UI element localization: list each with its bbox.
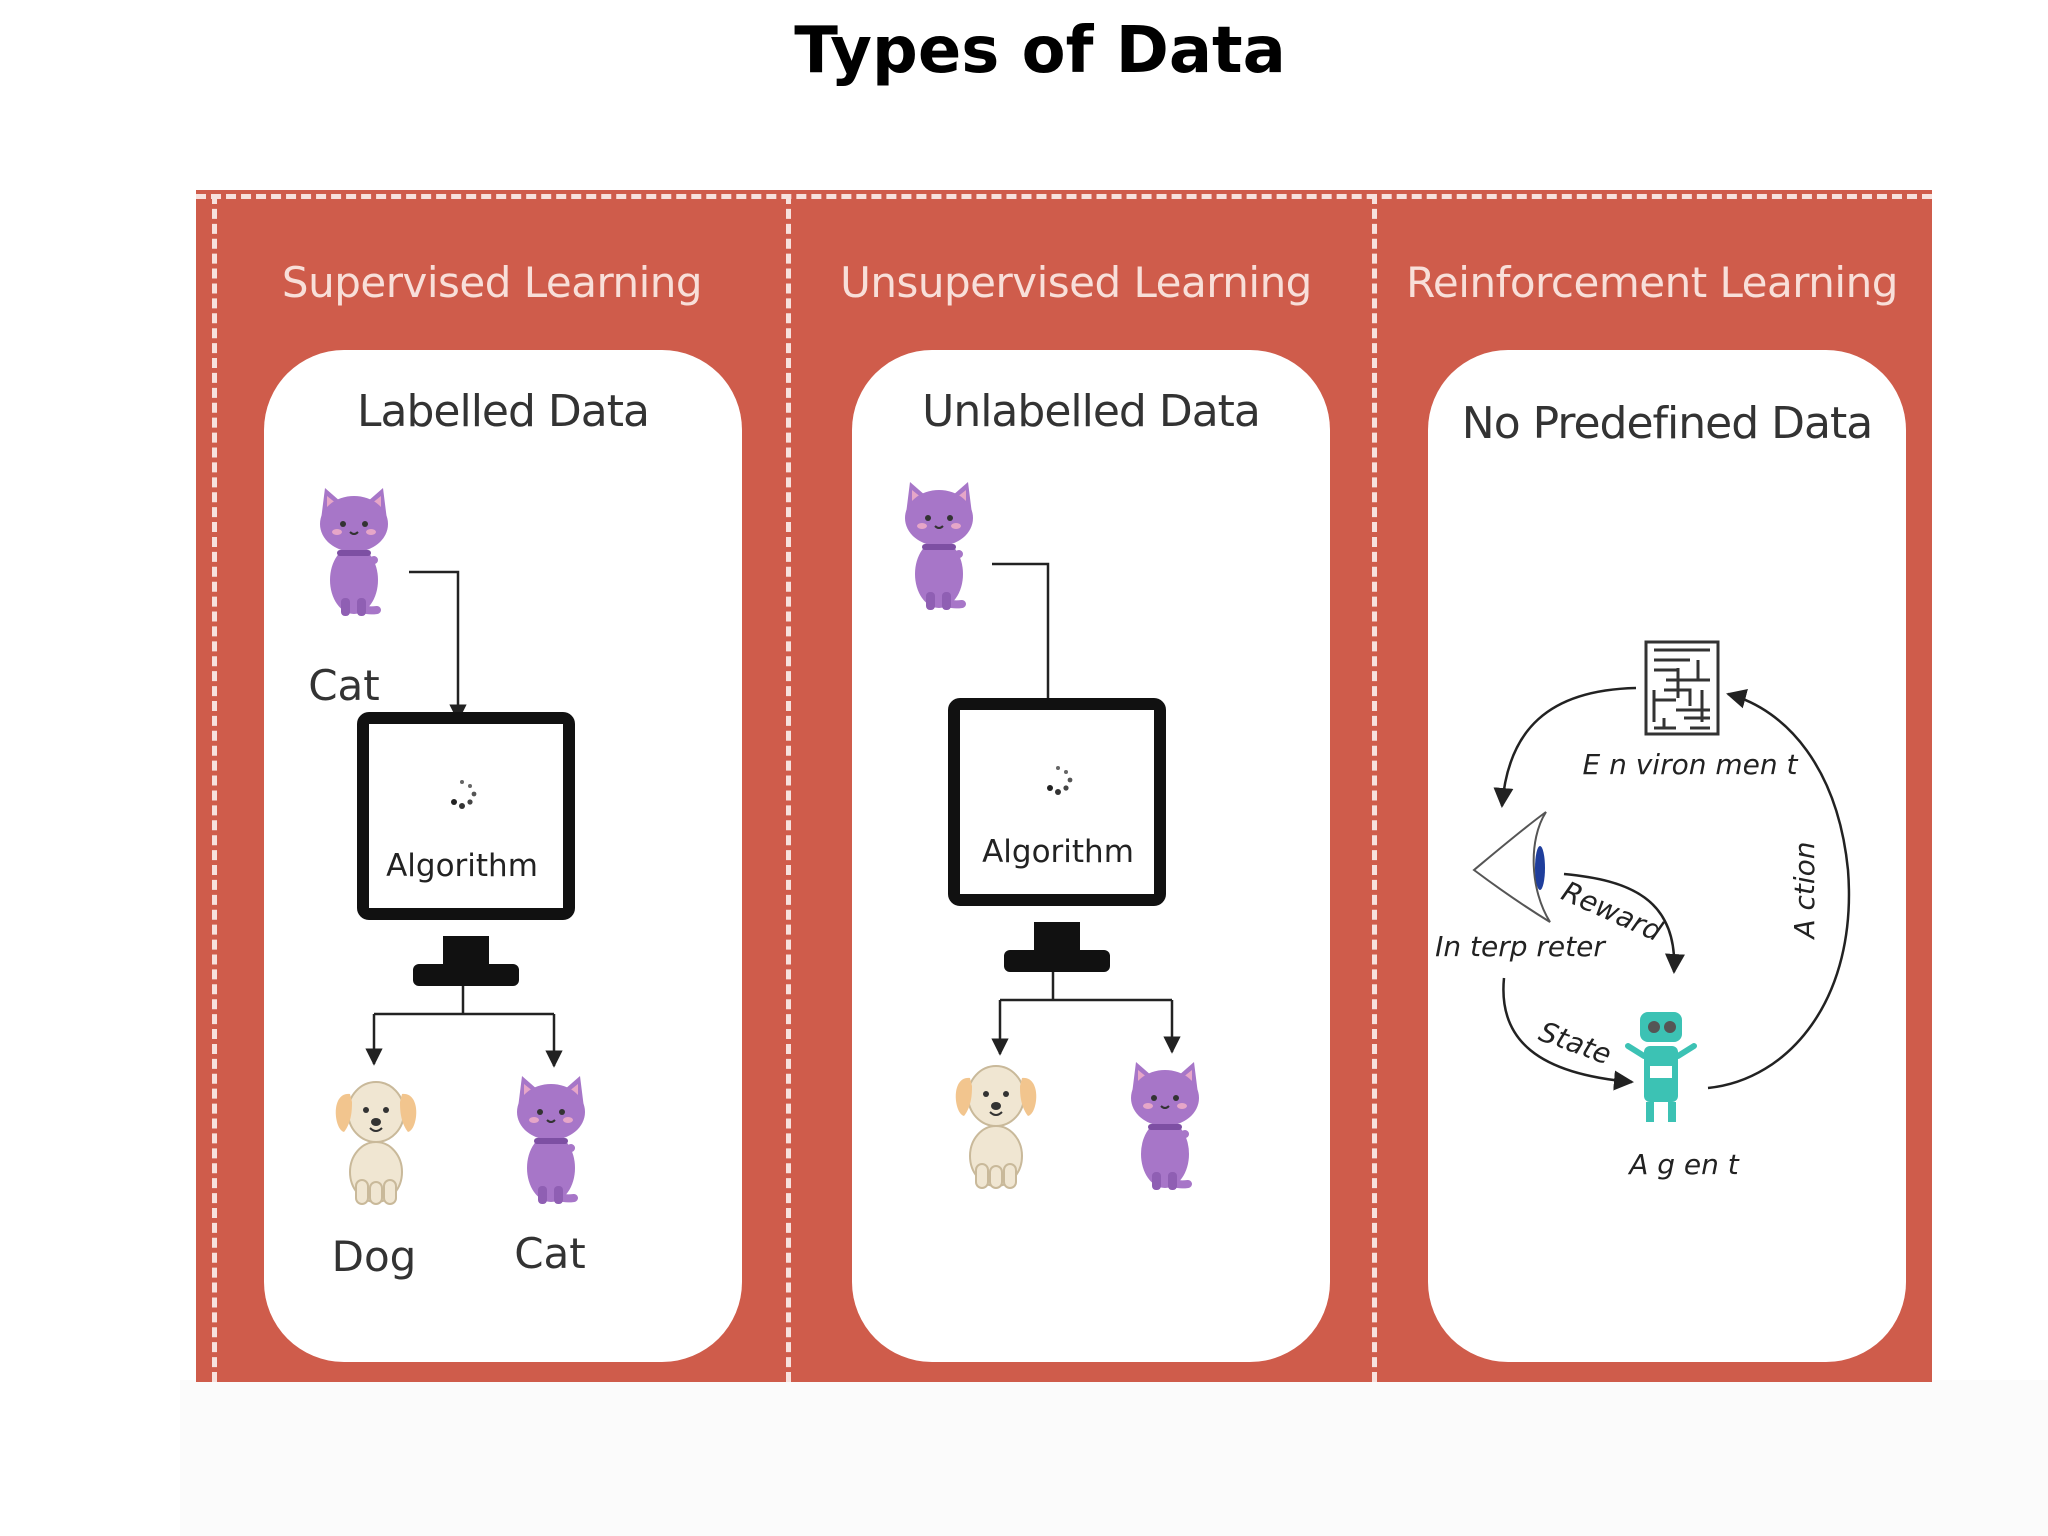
environment-label: E n viron men t bbox=[1582, 748, 1798, 781]
maze-icon bbox=[1644, 640, 1720, 736]
state-arrow bbox=[1502, 977, 1634, 1091]
labelled-data-title: Labelled Data bbox=[357, 386, 650, 437]
unsupervised-card: Unlabelled Data Algorithm bbox=[852, 350, 1330, 1362]
unlabelled-data-title: Unlabelled Data bbox=[922, 386, 1261, 437]
supervised-diagram: Cat Algorithm Dog Cat bbox=[308, 350, 742, 1281]
input-connector bbox=[992, 562, 1050, 708]
cat-icon bbox=[517, 1076, 585, 1204]
algorithm-label: Algorithm bbox=[386, 848, 538, 884]
cat-icon bbox=[320, 488, 388, 616]
environment-to-interpreter-arrow bbox=[1493, 686, 1637, 808]
action-label: A ction bbox=[1788, 841, 1821, 940]
input-cat-label: Cat bbox=[308, 661, 380, 710]
right-dashed-divider bbox=[1372, 194, 1377, 1382]
left-dashed-divider bbox=[212, 194, 217, 1382]
unsupervised-diagram: Algorithm bbox=[852, 350, 1330, 1362]
input-connector bbox=[409, 570, 467, 722]
algorithm-label: Algorithm bbox=[982, 834, 1134, 870]
top-dashed-border bbox=[196, 194, 1932, 199]
learning-types-diagram: Supervised Learning Labelled Data bbox=[196, 190, 1932, 1382]
agent-label: A g en t bbox=[1627, 1148, 1740, 1181]
dog-icon bbox=[334, 1081, 418, 1205]
interpreter-label: In terp reter bbox=[1435, 930, 1606, 963]
reinforcement-card: No Predefined Data E n viron men t In te… bbox=[1428, 350, 1906, 1362]
robot-icon bbox=[1625, 1012, 1697, 1122]
action-arrow bbox=[1707, 688, 1851, 1090]
output-dog-label: Dog bbox=[332, 1232, 417, 1281]
output-connector bbox=[374, 986, 554, 1016]
cat-icon bbox=[1131, 1062, 1199, 1190]
reinforcement-diagram: E n viron men t In terp reter A g en t R… bbox=[1435, 640, 1851, 1181]
output-connector bbox=[1000, 972, 1172, 1002]
middle-dashed-divider bbox=[786, 194, 791, 1382]
unsupervised-heading: Unsupervised Learning bbox=[840, 258, 1312, 307]
reward-arrow bbox=[1563, 872, 1685, 974]
supervised-card: Labelled Data bbox=[264, 350, 742, 1362]
dog-icon bbox=[954, 1065, 1038, 1189]
supervised-heading: Supervised Learning bbox=[281, 258, 703, 307]
no-predefined-data-title: No Predefined Data bbox=[1461, 398, 1873, 449]
bottom-area bbox=[180, 1380, 2048, 1536]
reinforcement-heading: Reinforcement Learning bbox=[1406, 258, 1898, 307]
slide-title: Types of Data bbox=[794, 14, 1286, 88]
state-label: State bbox=[1535, 1015, 1616, 1071]
eye-icon bbox=[1472, 811, 1551, 923]
cat-icon bbox=[905, 482, 973, 610]
output-cat-label: Cat bbox=[514, 1229, 586, 1278]
